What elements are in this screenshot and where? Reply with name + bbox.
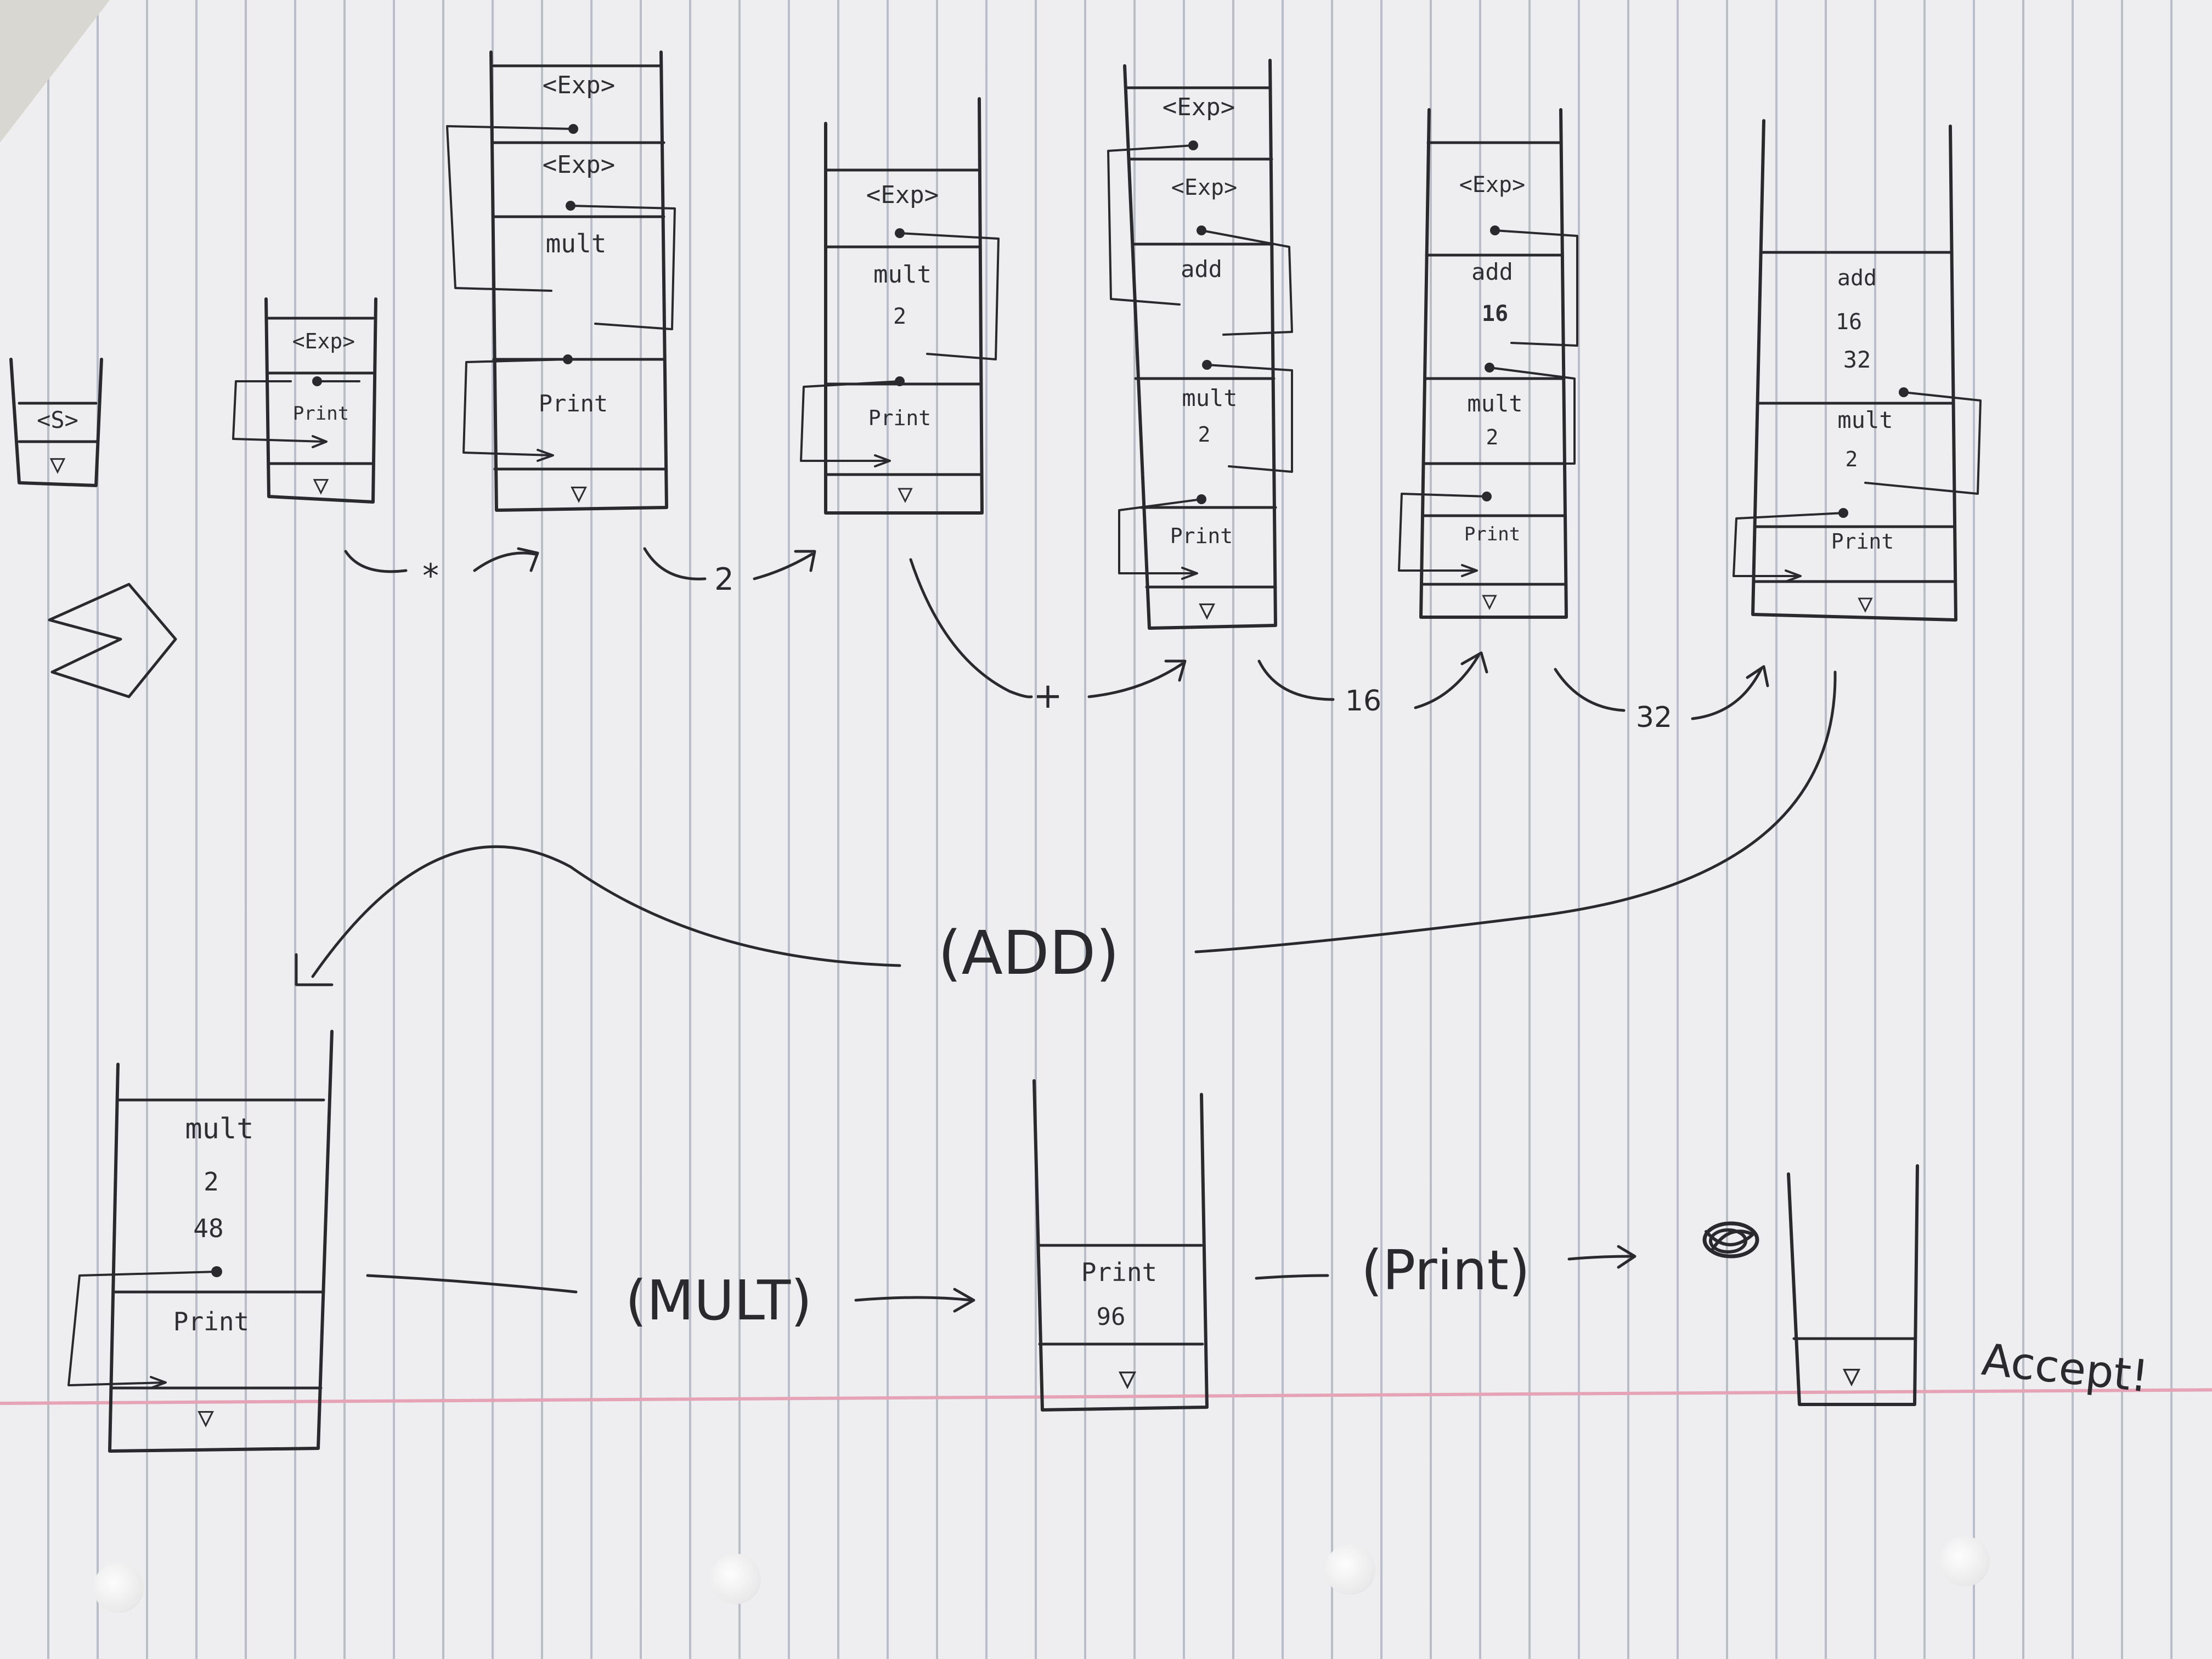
stack-bottom-marker: ▽ <box>1482 585 1497 615</box>
transition-t3: + <box>909 558 1187 716</box>
transition-label: 16 <box>1345 685 1381 718</box>
stack-cell: <Exp> <box>292 329 355 353</box>
stack-cell: add <box>1837 266 1877 291</box>
stack-cell: mult <box>873 261 932 289</box>
stack-cell: mult <box>1837 407 1893 433</box>
stack-s6: add 16 32 mult 2 Print ▽ <box>1733 119 1982 622</box>
accept-label: Accept! <box>1979 1334 2151 1402</box>
transition-label: (MULT) <box>625 1268 812 1333</box>
stack-cell: 2 <box>1198 422 1211 447</box>
stack-cell: Print <box>868 406 931 430</box>
punch-hole <box>93 1562 144 1613</box>
stack-cell: mult <box>1467 390 1522 417</box>
stack-bottom-marker: ▽ <box>1199 594 1215 625</box>
transition-label: + <box>1033 676 1063 716</box>
stack-s0: <S> ▽ <box>9 358 103 487</box>
stack-cell: mult <box>185 1113 253 1146</box>
diamond-sketch <box>48 583 177 698</box>
transition-t1: * <box>344 547 539 595</box>
transition-t8: (Print) <box>1255 1238 1637 1302</box>
stack-cell: 16 <box>1836 309 1862 335</box>
stack-s3: <Exp> mult 2 Print ▽ <box>800 97 1000 515</box>
stack-cell: <Exp> <box>543 71 615 99</box>
stack-cell: Print <box>293 403 349 425</box>
stack-cell: 16 <box>1482 301 1508 326</box>
transition-label: 2 <box>714 562 734 597</box>
stack-cell: 2 <box>1846 447 1858 471</box>
scribble-mark <box>1702 1221 1759 1259</box>
stack-cell: Print <box>1081 1257 1157 1287</box>
folded-corner <box>0 0 110 143</box>
transition-label: 32 <box>1636 701 1672 734</box>
transition-label: * <box>422 557 439 595</box>
transition-t6: (ADD) <box>295 670 1837 988</box>
stack-cell: Print <box>1464 523 1520 545</box>
stack-bottom-marker: ▽ <box>1843 1358 1861 1392</box>
transition-t2: 2 <box>643 547 816 597</box>
stack-cell: add <box>1181 256 1222 283</box>
stack-s7: mult 2 48 Print ▽ <box>67 1030 334 1453</box>
punch-hole <box>710 1554 761 1604</box>
stack-cell: mult <box>546 229 607 258</box>
punch-hole <box>1939 1536 1990 1587</box>
stack-cell: Print <box>539 390 608 417</box>
stack-bottom-marker: ▽ <box>1119 1361 1137 1395</box>
stack-cell: mult <box>1182 385 1237 411</box>
stack-cell: 32 <box>1843 346 1871 373</box>
transition-t4: 16 <box>1257 651 1488 718</box>
stack-cell: <Exp> <box>866 181 939 209</box>
transition-label: (Print) <box>1361 1238 1530 1302</box>
stack-s8: Print 96 ▽ <box>1032 1079 1209 1412</box>
stack-cell: <S> <box>37 407 78 433</box>
stack-s2: <Exp> <Exp> mult Print ▽ <box>446 50 676 512</box>
stack-bottom-marker: ▽ <box>50 449 66 479</box>
stack-s5: <Exp> add 16 mult 2 Print ▽ <box>1398 108 1578 619</box>
stack-s9: ▽ <box>1787 1164 1919 1406</box>
stack-bottom-marker: ▽ <box>313 470 329 500</box>
stack-cell: <Exp> <box>1171 175 1237 200</box>
stack-cell: <Exp> <box>1163 93 1235 121</box>
stack-s4: <Exp> <Exp> add mult 2 Print ▽ <box>1107 59 1293 630</box>
stack-cell: add <box>1471 258 1513 285</box>
stack-cell: 2 <box>1486 425 1499 449</box>
stack-cell: <Exp> <box>1459 172 1525 198</box>
stack-bottom-marker: ▽ <box>1858 588 1873 618</box>
transition-label: (ADD) <box>938 918 1119 988</box>
stack-cell: Print <box>1170 524 1233 548</box>
stack-cell: Print <box>1831 529 1894 554</box>
punch-hole <box>1325 1544 1375 1595</box>
transition-t7: (MULT) <box>366 1268 975 1333</box>
stack-cell: <Exp> <box>543 151 615 179</box>
stack-cell: 2 <box>204 1167 219 1197</box>
stack-bottom-marker: ▽ <box>198 1401 214 1433</box>
stack-cell: 48 <box>193 1214 223 1243</box>
stack-s1: <Exp> Print ▽ <box>232 297 377 504</box>
stack-bottom-marker: ▽ <box>571 477 587 509</box>
transition-t5: 32 <box>1554 665 1769 734</box>
stack-cell: 96 <box>1097 1303 1126 1331</box>
stack-cell: 2 <box>893 304 906 329</box>
stack-cell: Print <box>173 1307 249 1336</box>
stack-bottom-marker: ▽ <box>898 478 913 508</box>
